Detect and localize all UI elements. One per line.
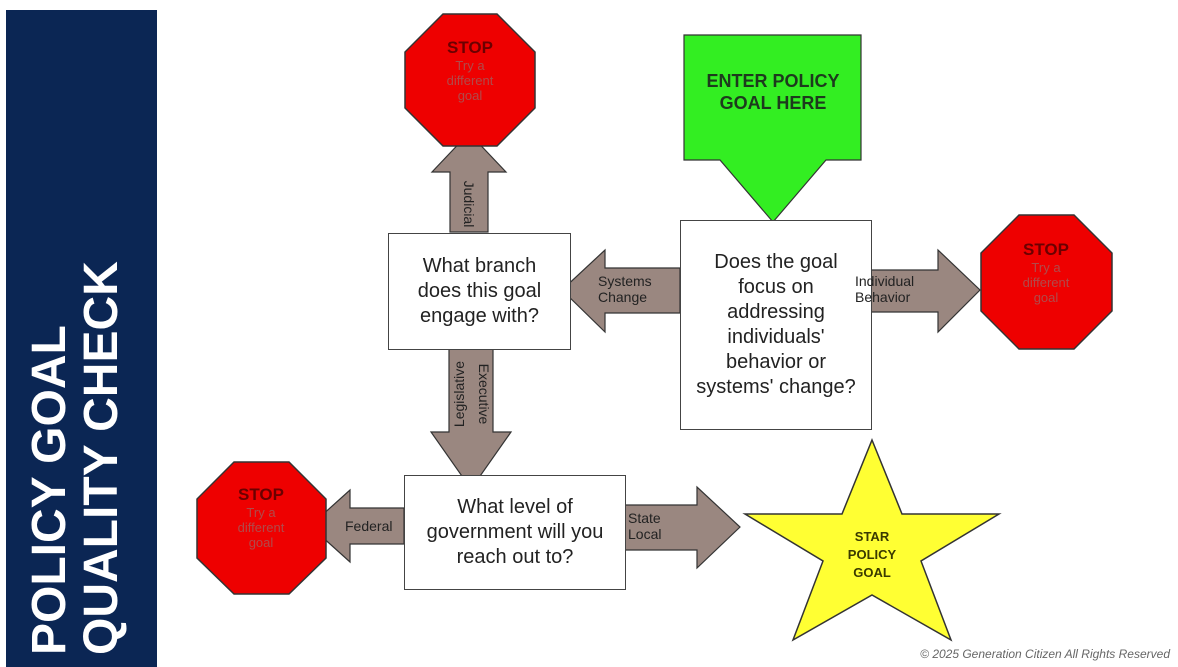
stop-left-text: STOP Try a different goal <box>211 485 311 550</box>
executive-label: Executive <box>476 354 492 434</box>
enter-goal-text: ENTER POLICY GOAL HERE <box>694 70 852 114</box>
individual-behavior-label: Individual Behavior <box>855 273 914 305</box>
state-local-label: State Local <box>628 510 661 542</box>
level-question-text: What level of government will you reach … <box>426 496 604 568</box>
star-text: STAR POLICY GOAL <box>832 528 912 582</box>
behavior-label: Behavior <box>855 289 911 305</box>
stop-left-line1: Try a <box>246 505 276 520</box>
sidebar: POLICY GOAL QUALITY CHECK <box>6 10 157 667</box>
star-line1: STAR <box>854 529 890 544</box>
federal-text: Federal <box>345 518 393 534</box>
branch-question-box: What branch does this goal engage with? <box>388 233 571 350</box>
legislative-label: Legislative <box>451 354 467 434</box>
stop-sign-left <box>196 461 327 595</box>
executive-text: Executive <box>476 363 492 425</box>
stop-top-line1: Try a <box>455 58 485 73</box>
stop-sign-right <box>980 214 1113 350</box>
change-label: Change <box>598 289 648 305</box>
legislative-executive-arrow <box>429 348 513 491</box>
stop-top-line2: different <box>446 73 494 88</box>
individual-label: Individual <box>855 273 915 289</box>
federal-arrow <box>309 488 405 564</box>
branch-question-text: What branch does this goal engage with? <box>417 255 542 327</box>
stop-top-line3: goal <box>457 88 483 103</box>
stop-right-line3: goal <box>1033 290 1059 305</box>
star-line3: GOAL <box>853 565 891 580</box>
systems-change-arrow <box>561 248 681 334</box>
systems-label: Systems <box>598 273 652 289</box>
federal-label: Federal <box>345 518 392 534</box>
star-line2: POLICY <box>847 547 897 562</box>
judicial-label: Judicial <box>461 173 477 235</box>
stop-right-word: STOP <box>1023 240 1069 259</box>
local-label: Local <box>628 526 662 542</box>
stop-left-word: STOP <box>238 485 284 504</box>
judicial-arrow <box>430 132 508 233</box>
stop-right-line1: Try a <box>1031 260 1061 275</box>
focus-question-box: Does the goal focus on addressing indivi… <box>680 220 872 430</box>
enter-goal-label: ENTER POLICY GOAL HERE <box>706 71 840 113</box>
copyright-notice: © 2025 Generation Citizen All Rights Res… <box>920 647 1170 661</box>
stop-right-text: STOP Try a different goal <box>996 240 1096 305</box>
stop-top-word: STOP <box>447 38 493 57</box>
stop-top-text: STOP Try a different goal <box>420 38 520 103</box>
systems-change-label: Systems Change <box>598 273 652 305</box>
star-shape <box>742 438 1002 642</box>
stop-left-line2: different <box>237 520 285 535</box>
focus-question-text: Does the goal focus on addressing indivi… <box>696 251 856 398</box>
judicial-text: Judicial <box>461 180 477 228</box>
state-local-arrow <box>621 485 741 570</box>
state-label: State <box>628 510 661 526</box>
stop-left-line3: goal <box>248 535 274 550</box>
legislative-text: Legislative <box>451 360 467 428</box>
level-question-box: What level of government will you reach … <box>404 475 626 590</box>
enter-goal-arrow <box>683 34 862 223</box>
stop-sign-top <box>404 13 536 147</box>
stop-right-line2: different <box>1022 275 1070 290</box>
